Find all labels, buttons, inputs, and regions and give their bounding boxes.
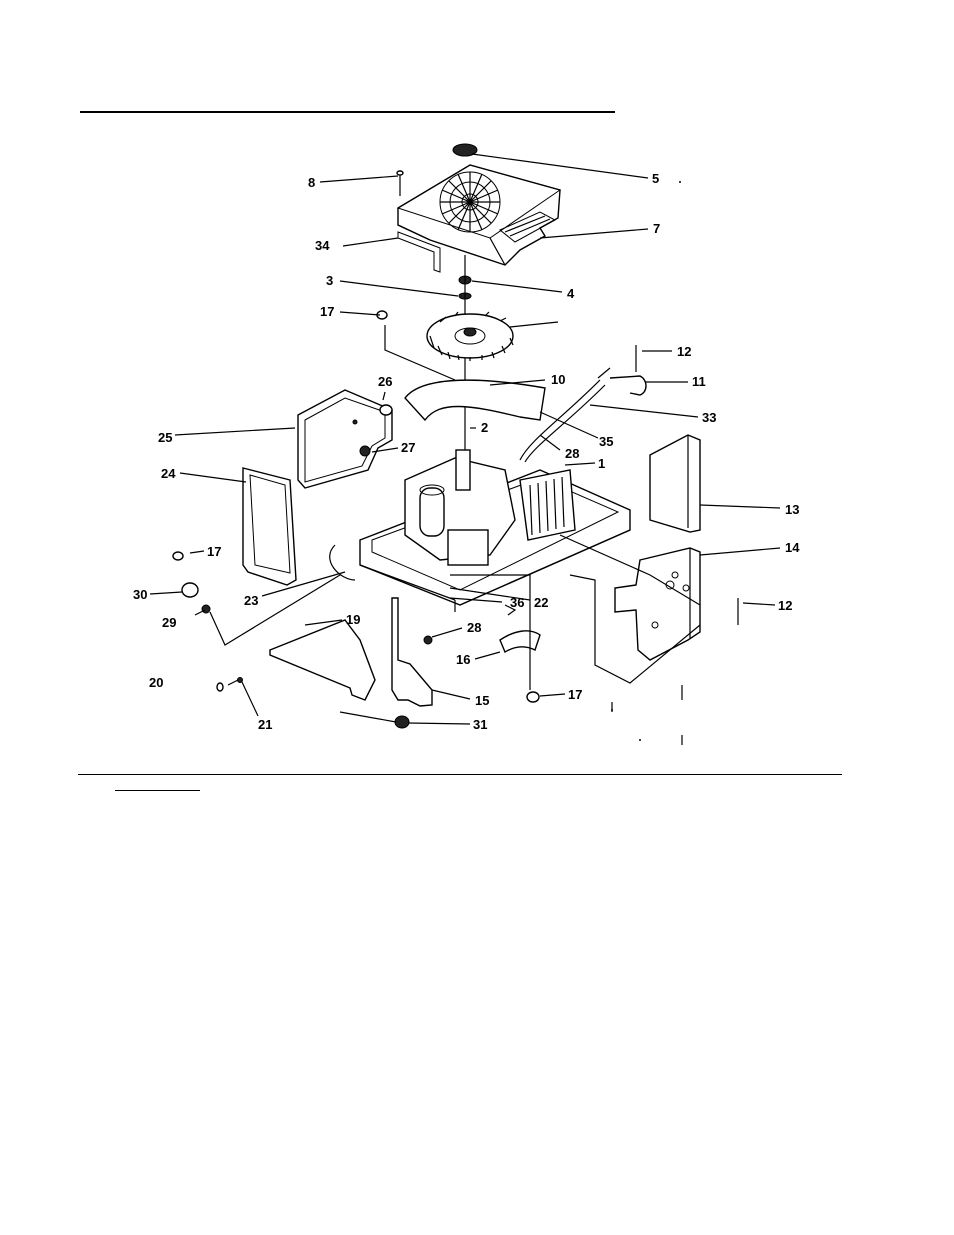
strap-part bbox=[500, 631, 540, 652]
screw-20-part bbox=[217, 683, 223, 691]
scan-speck bbox=[639, 739, 641, 741]
callout-14: 14 bbox=[785, 540, 800, 555]
callout-30: 30 bbox=[133, 587, 147, 602]
callout-1: 1 bbox=[598, 456, 605, 471]
callout-27: 27 bbox=[401, 440, 415, 455]
callout-12-top: 12 bbox=[677, 344, 691, 359]
knob-31-part bbox=[395, 716, 409, 728]
callout-34: 34 bbox=[315, 238, 330, 253]
front-panel-part bbox=[270, 620, 375, 700]
callout-8: 8 bbox=[308, 175, 315, 190]
callout-28-bottom: 28 bbox=[467, 620, 481, 635]
callout-33: 33 bbox=[702, 410, 716, 425]
callout-35: 35 bbox=[599, 434, 613, 449]
caption-underline bbox=[115, 790, 200, 791]
callout-13: 13 bbox=[785, 502, 799, 517]
grommet-part bbox=[380, 405, 392, 415]
callout-12-right: 12 bbox=[778, 598, 792, 613]
baffle-part bbox=[405, 380, 545, 420]
callout-7: 7 bbox=[653, 221, 660, 236]
section-divider-rule bbox=[78, 774, 842, 775]
scan-speck bbox=[679, 181, 681, 183]
callout-4: 4 bbox=[567, 286, 575, 301]
washer-29-part bbox=[202, 605, 210, 613]
callout-29: 29 bbox=[162, 615, 176, 630]
lower-bracket-part bbox=[392, 598, 432, 706]
callout-26: 26 bbox=[378, 374, 392, 389]
callout-31: 31 bbox=[473, 717, 487, 732]
callout-15: 15 bbox=[475, 693, 489, 708]
callout-17-bottom: 17 bbox=[568, 687, 582, 702]
callout-28-top: 28 bbox=[565, 446, 579, 461]
callout-22: 22 bbox=[534, 595, 548, 610]
callout-19: 19 bbox=[346, 612, 360, 627]
flywheel-part bbox=[427, 312, 513, 361]
screw-17-part bbox=[173, 552, 183, 560]
rod-31-part bbox=[340, 712, 396, 722]
callout-25: 25 bbox=[158, 430, 172, 445]
callout-36: 36 bbox=[510, 595, 524, 610]
callout-21: 21 bbox=[258, 717, 272, 732]
callout-10: 10 bbox=[551, 372, 565, 387]
clamp-part bbox=[610, 376, 646, 395]
callout-16: 16 bbox=[456, 652, 470, 667]
callout-2: 2 bbox=[481, 420, 488, 435]
callout-20: 20 bbox=[149, 675, 163, 690]
callout-17-left: 17 bbox=[207, 544, 221, 559]
rear-side-panel bbox=[243, 468, 296, 585]
screw-17-bottom-part bbox=[527, 692, 539, 702]
blower-housing-shroud bbox=[398, 165, 560, 272]
callout-23: 23 bbox=[244, 593, 258, 608]
left-side-panel bbox=[298, 390, 392, 488]
wire-segment bbox=[598, 368, 610, 378]
callout-11: 11 bbox=[692, 374, 706, 389]
engine-assembly bbox=[360, 380, 630, 612]
callout-24: 24 bbox=[161, 466, 176, 481]
screw-part bbox=[397, 171, 403, 196]
bushing-part bbox=[360, 446, 370, 456]
callout-5: 5 bbox=[652, 171, 659, 186]
callout-17-top: 17 bbox=[320, 304, 334, 319]
right-side-shield bbox=[650, 435, 700, 532]
nut-28b-part bbox=[424, 636, 432, 644]
knob-30-part bbox=[182, 583, 198, 597]
washer-21-part bbox=[238, 678, 243, 683]
scan-speck bbox=[611, 709, 613, 711]
callout-3: 3 bbox=[326, 273, 333, 288]
